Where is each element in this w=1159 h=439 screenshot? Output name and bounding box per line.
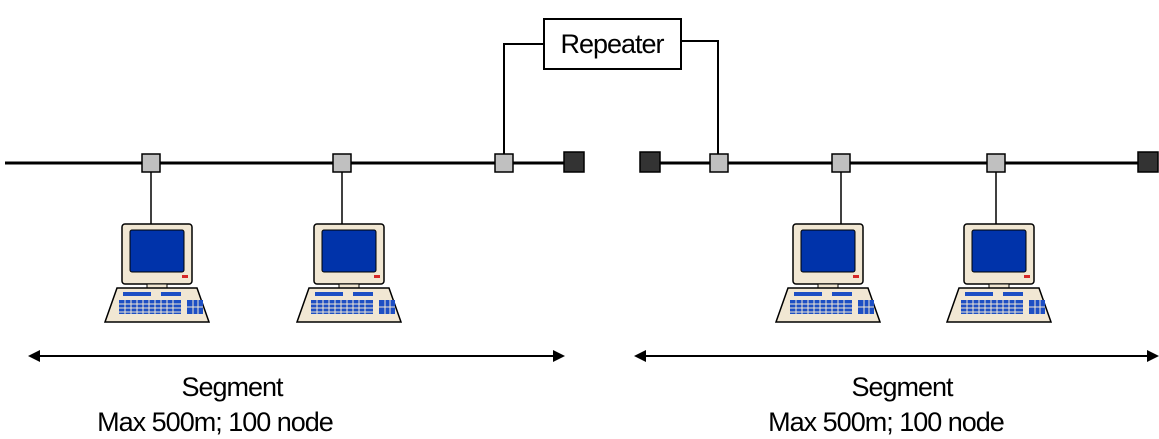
right-repeater-tap [709, 153, 729, 173]
right-workstation-2-icon [946, 223, 1052, 323]
left-repeater-tap [494, 153, 514, 173]
repeater-left-wire [503, 43, 544, 154]
left-tap-2 [332, 153, 352, 173]
repeater-label: Repeater [560, 29, 664, 59]
left-tap-1 [141, 153, 161, 173]
left-workstation-1-icon [104, 223, 210, 323]
left-segment-title: Segment [181, 372, 284, 402]
right-terminator-right [1137, 151, 1159, 173]
repeater-box [543, 18, 682, 70]
right-segment-title: Segment [851, 372, 954, 402]
left-terminator [563, 151, 585, 173]
right-tap-2 [986, 153, 1006, 173]
left-segment-spec: Max 500m; 100 node [97, 407, 333, 437]
right-tap-1 [831, 153, 851, 173]
repeater-right-wire [681, 40, 719, 154]
right-workstation-1-icon [775, 223, 881, 323]
right-terminator-left [639, 151, 661, 173]
left-workstation-2-icon [296, 223, 402, 323]
right-segment-spec: Max 500m; 100 node [768, 407, 1004, 437]
